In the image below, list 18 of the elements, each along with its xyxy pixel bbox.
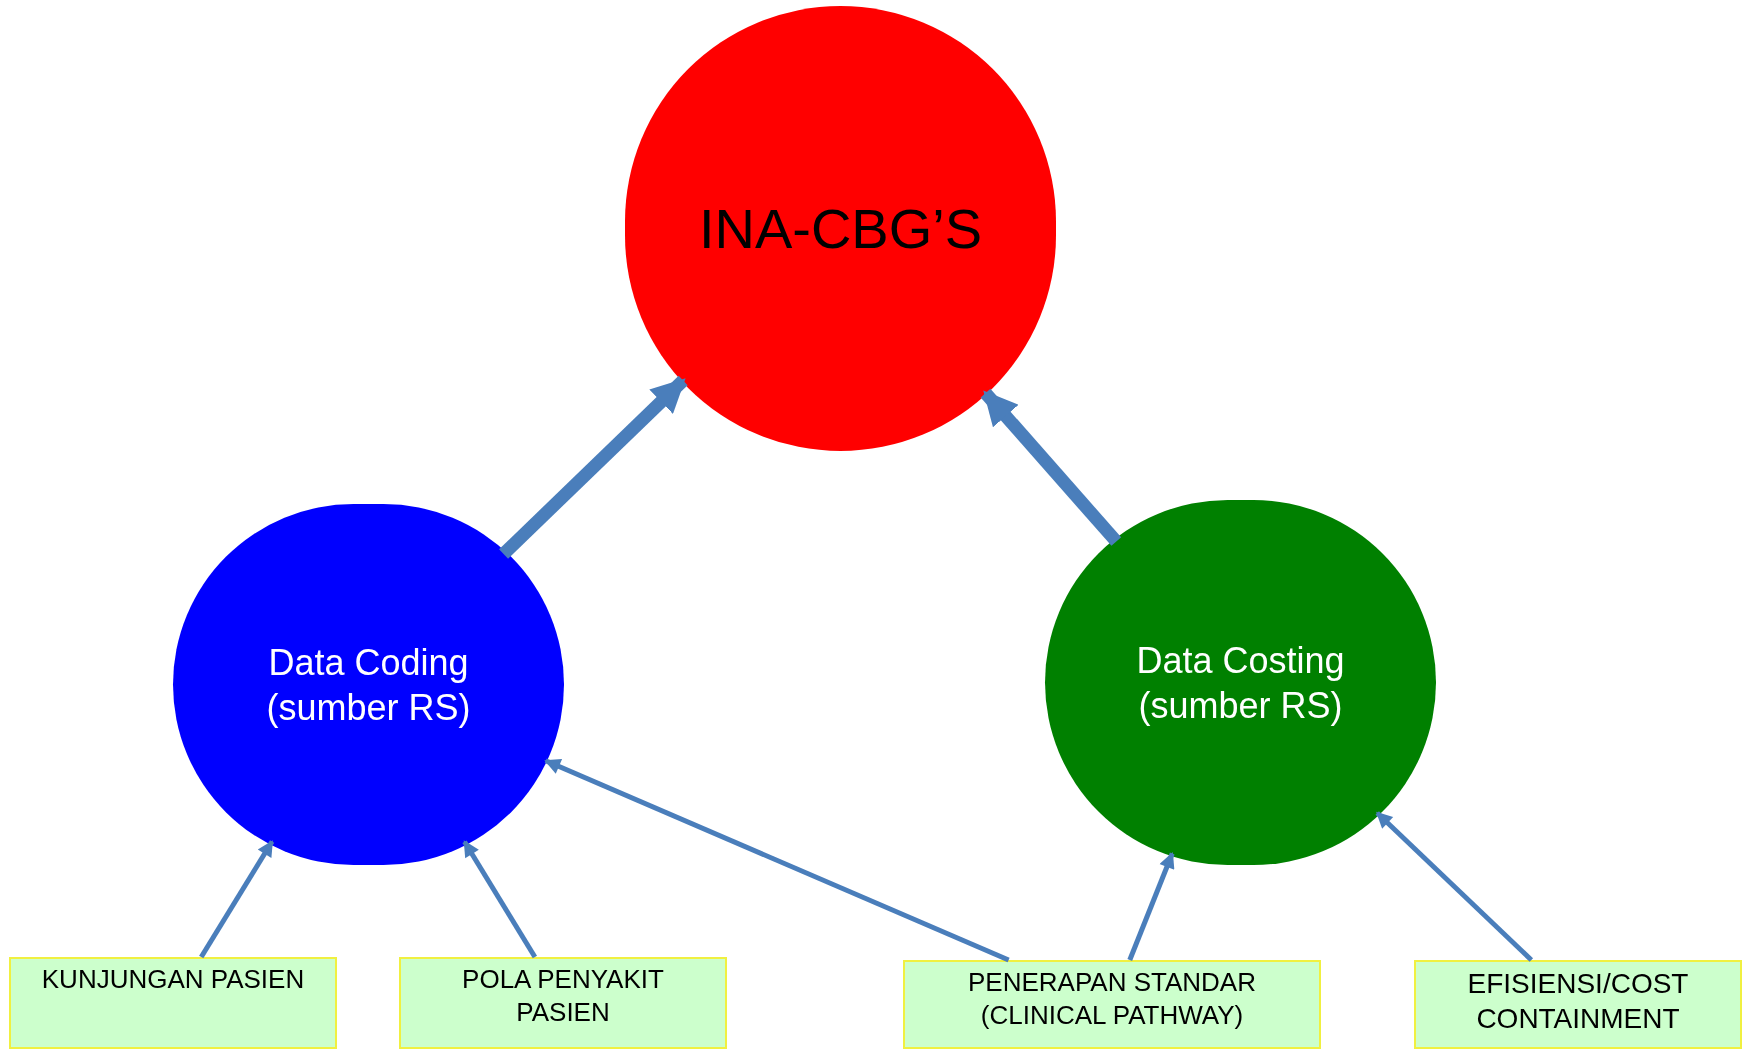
arrow [499,375,688,559]
factor-box [1414,960,1742,1049]
arrow [980,388,1122,546]
node-label: Data Coding (sumber RS) [265,640,472,730]
arrow [462,840,538,959]
factor-box [9,957,337,1049]
node-label: INA-CBG’S [698,195,983,262]
arrow [544,758,1010,963]
factor-box [399,957,727,1049]
node-label: KUNJUNGAN PASIEN [41,963,305,996]
node-label: PENERAPAN STANDAR (CLINICAL PATHWAY) [967,966,1257,1031]
arrow [199,840,275,959]
arrow [1127,852,1175,961]
arrow [1375,811,1534,962]
factor-box [903,960,1321,1049]
node-label: EFISIENSI/COST CONTAINMENT [1466,967,1690,1036]
node-label: Data Costing (sumber RS) [1135,638,1346,728]
node-label: POLA PENYAKIT PASIEN [461,963,665,1028]
